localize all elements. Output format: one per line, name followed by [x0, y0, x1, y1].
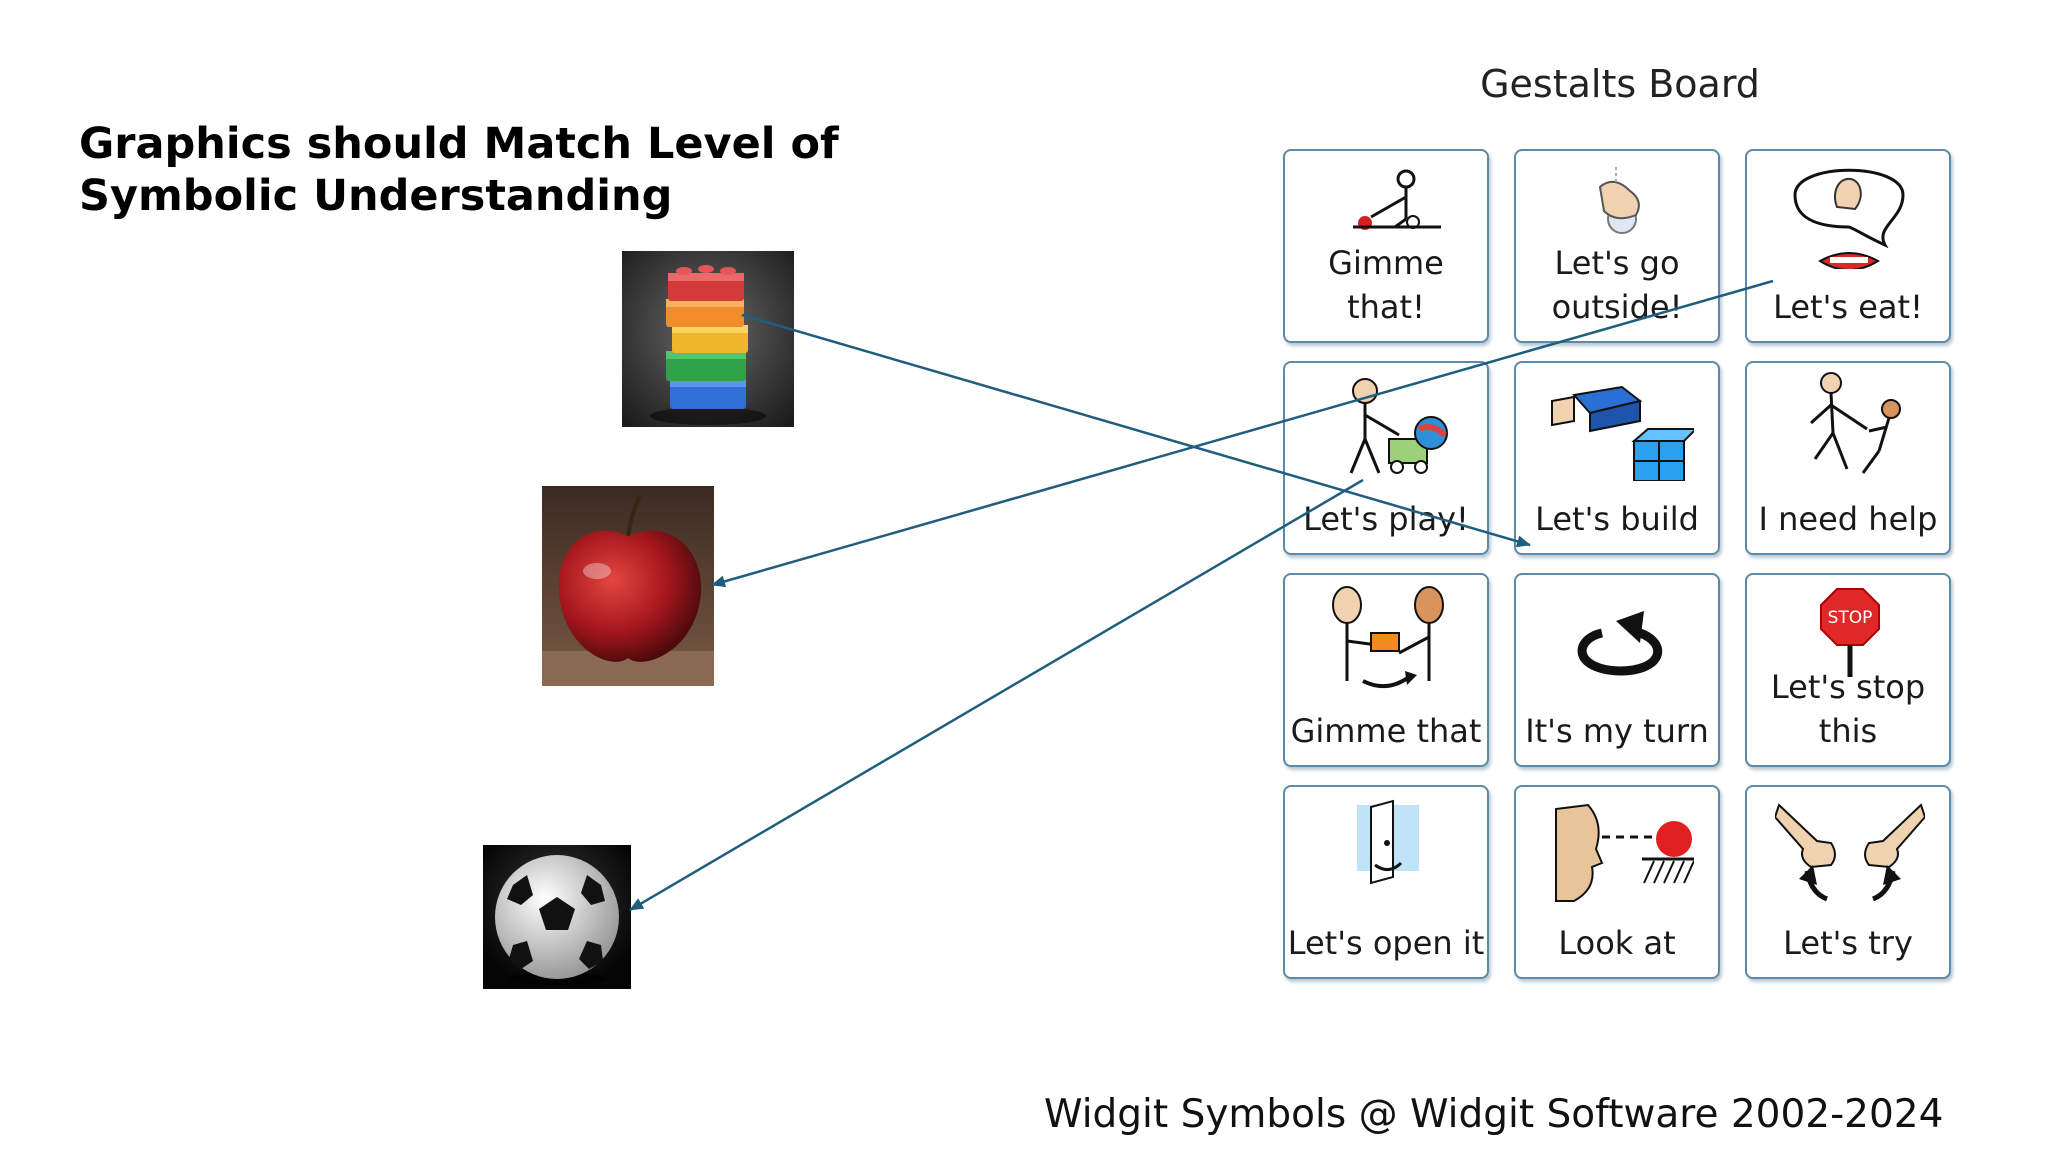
- board-cell-label: Let's build: [1535, 500, 1699, 538]
- gestalts-board: Gimme that! Let's go outside! Let's eat!: [1283, 149, 1957, 980]
- board-cell-lets-try[interactable]: Let's try: [1745, 785, 1951, 979]
- board-cell-gimme-that-exclaim[interactable]: Gimme that!: [1283, 149, 1489, 343]
- board-cell-look-at[interactable]: Look at: [1514, 785, 1720, 979]
- turn-arrow-icon: [1577, 611, 1663, 676]
- board-cell-lets-stop-this[interactable]: STOP Let's stop this: [1745, 573, 1951, 767]
- board-title: Gestalts Board: [1480, 62, 1760, 106]
- board-cell-label: Gimme that: [1290, 712, 1482, 750]
- eat-sign-icon: [1793, 168, 1905, 269]
- open-door-icon: [1357, 799, 1419, 885]
- board-cell-label: Look at: [1558, 924, 1676, 962]
- board-cell-label: Let's eat!: [1773, 288, 1923, 326]
- lego-blocks-photo: [622, 251, 794, 427]
- play-icon: [1349, 378, 1448, 474]
- board-cell-lets-build[interactable]: Let's build: [1514, 361, 1720, 555]
- apple-photo: [542, 486, 714, 686]
- board-cell-label: Let's open it: [1287, 924, 1485, 962]
- board-cell-lets-eat[interactable]: Let's eat!: [1745, 149, 1951, 343]
- outside-sign-icon: [1598, 167, 1640, 234]
- stop-sign-icon: STOP: [1820, 588, 1880, 677]
- soccer-ball-photo: [483, 845, 631, 989]
- board-cell-label: Let's play!: [1303, 500, 1469, 538]
- try-hands-icon: [1775, 803, 1925, 902]
- help-icon: [1809, 372, 1901, 474]
- svg-text:STOP: STOP: [1828, 608, 1873, 628]
- board-cell-gimme-that[interactable]: Gimme that: [1283, 573, 1489, 767]
- board-cell-label: Let's go outside!: [1551, 244, 1683, 326]
- look-at-icon: [1555, 803, 1694, 902]
- board-cell-its-my-turn[interactable]: It's my turn: [1514, 573, 1720, 767]
- board-cell-lets-open-it[interactable]: Let's open it: [1283, 785, 1489, 979]
- slide-title: Graphics should Match Level of Symbolic …: [79, 119, 839, 221]
- board-cell-label: I need help: [1758, 500, 1938, 538]
- board-cell-label: Let's stop this: [1770, 668, 1926, 750]
- board-cell-i-need-help[interactable]: I need help: [1745, 361, 1951, 555]
- board-cell-label: It's my turn: [1525, 712, 1709, 750]
- board-cell-label: Gimme that!: [1328, 244, 1444, 326]
- arrow-play-to-ball: [629, 478, 1364, 912]
- give-icon: [1332, 586, 1444, 689]
- widgit-credit: Widgit Symbols @ Widgit Software 2002-20…: [1044, 1092, 1944, 1137]
- board-cell-lets-go-outside[interactable]: Let's go outside!: [1514, 149, 1720, 343]
- board-cell-lets-play[interactable]: Let's play!: [1283, 361, 1489, 555]
- reach-icon: [1353, 169, 1441, 230]
- board-cell-label: Let's try: [1783, 924, 1913, 962]
- build-blocks-icon: [1551, 385, 1694, 481]
